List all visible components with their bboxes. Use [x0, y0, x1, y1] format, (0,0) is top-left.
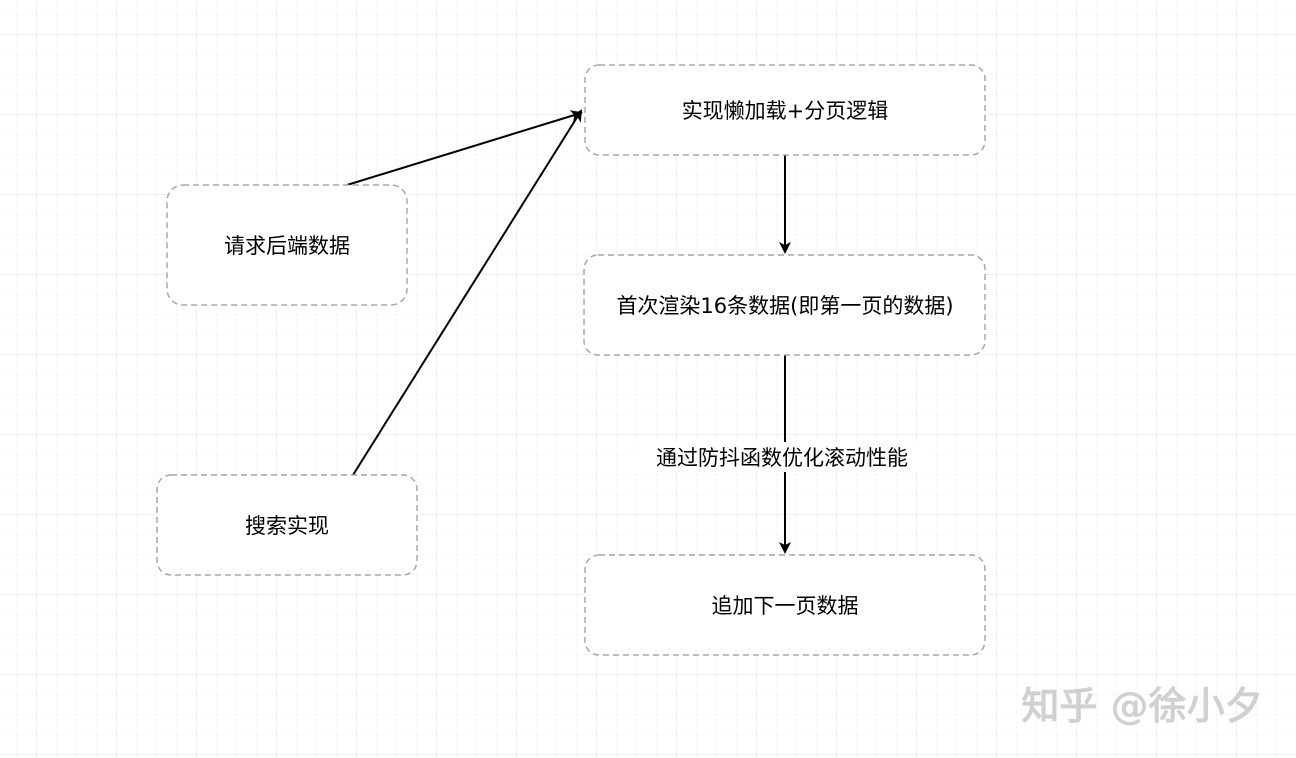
edge-label: 通过防抖函数优化滚动性能 — [656, 446, 908, 470]
node-first[interactable]: 首次渲染16条数据(即第一页的数据) — [583, 254, 986, 356]
node-request[interactable]: 请求后端数据 — [166, 184, 408, 306]
edges: 通过防抖函数优化滚动性能 — [346, 109, 930, 554]
edge-label-bg — [636, 442, 930, 472]
node-label: 首次渲染16条数据(即第一页的数据) — [616, 294, 953, 318]
node-label: 追加下一页数据 — [712, 594, 859, 618]
node-label: 请求后端数据 — [224, 234, 350, 258]
node-lazy[interactable]: 实现懒加载+分页逻辑 — [584, 64, 986, 156]
edge-request-to-lazy[interactable] — [346, 110, 583, 186]
edge-search-to-lazy[interactable] — [352, 109, 583, 476]
watermark: 知乎 @徐小夕 — [1021, 684, 1262, 728]
nodes: 实现懒加载+分页逻辑 请求后端数据 首次渲染16条数据(即第一页的数据) 搜索实… — [156, 64, 986, 656]
node-label: 搜索实现 — [245, 514, 329, 538]
node-label: 实现懒加载+分页逻辑 — [682, 99, 889, 123]
node-search[interactable]: 搜索实现 — [156, 474, 418, 576]
node-append[interactable]: 追加下一页数据 — [584, 554, 986, 656]
